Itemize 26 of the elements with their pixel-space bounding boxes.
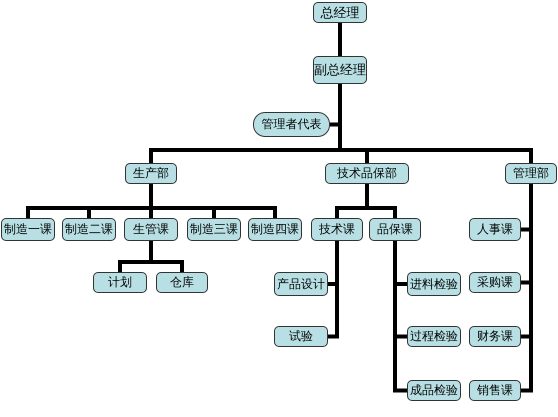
org-box: 采购课 [469,272,521,293]
org-box: 仓库 [156,272,208,293]
org-box: 技术课 [311,218,363,241]
org-box: 财务课 [469,326,521,347]
org-box: 试验 [274,326,328,347]
org-box: 计划 [93,272,147,293]
org-box: 制造四课 [248,218,302,241]
org-box: 人事课 [469,218,521,241]
org-box: 过程检验 [407,326,461,347]
org-box: 销售课 [469,380,521,401]
org-box: 产品设计 [274,272,328,296]
org-box: 副总经理 [313,56,367,84]
org-box: 生产部 [125,163,177,184]
connector-line [338,23,342,56]
rounded-box: 管理者代表 [253,112,330,137]
org-box: 进料检验 [407,272,461,296]
org-box: 品保课 [369,218,421,241]
org-box: 总经理 [313,2,367,23]
org-box: 成品检验 [407,380,461,401]
org-box: 制造二课 [62,218,116,241]
org-box: 生管课 [124,218,178,241]
org-box: 管理部 [505,163,557,184]
connector-line [338,84,533,163]
org-box: 技术品保部 [325,163,409,184]
org-box: 制造一课 [1,218,55,241]
org-box: 制造三课 [187,218,241,241]
